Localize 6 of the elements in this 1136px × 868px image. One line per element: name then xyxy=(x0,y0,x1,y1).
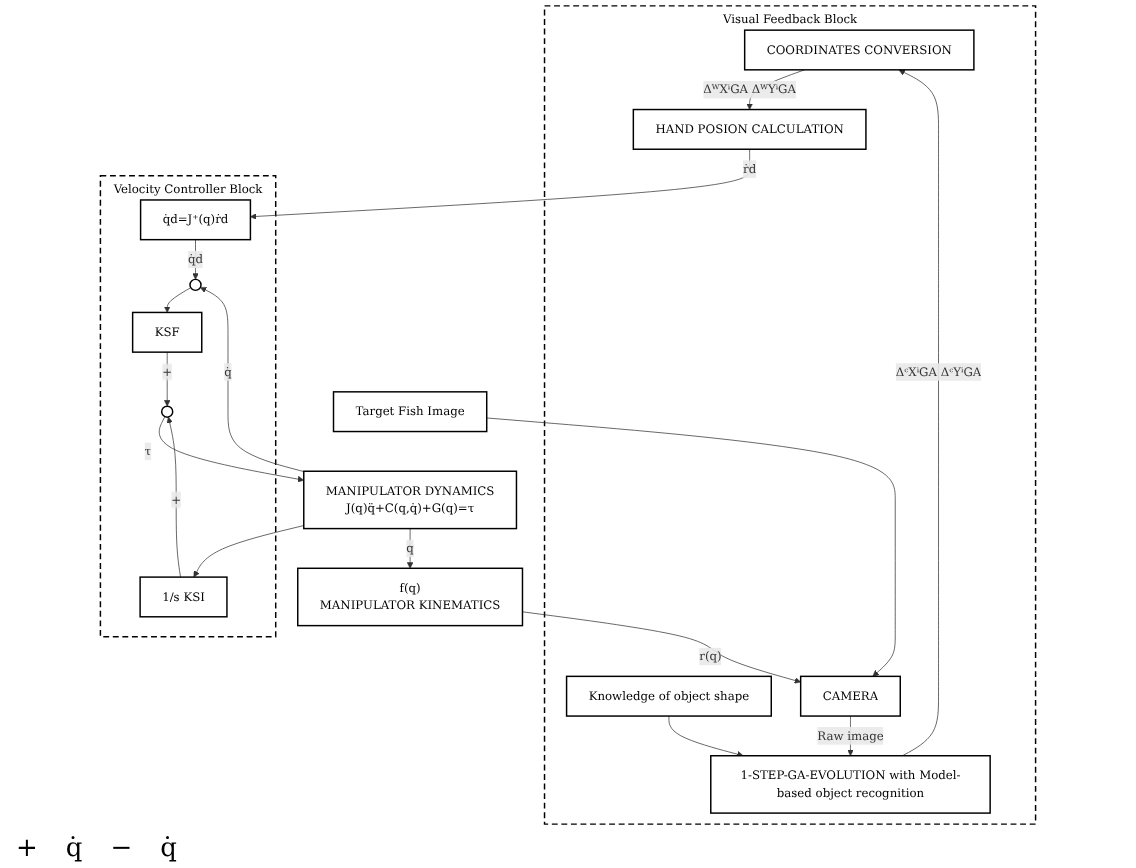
signal-label: q̇ xyxy=(160,834,177,864)
node-circle xyxy=(189,278,202,292)
signal-label: − xyxy=(110,834,133,864)
node-circle xyxy=(160,405,174,418)
signal-label: q̇ xyxy=(65,834,83,864)
signal-label: + xyxy=(16,834,38,864)
